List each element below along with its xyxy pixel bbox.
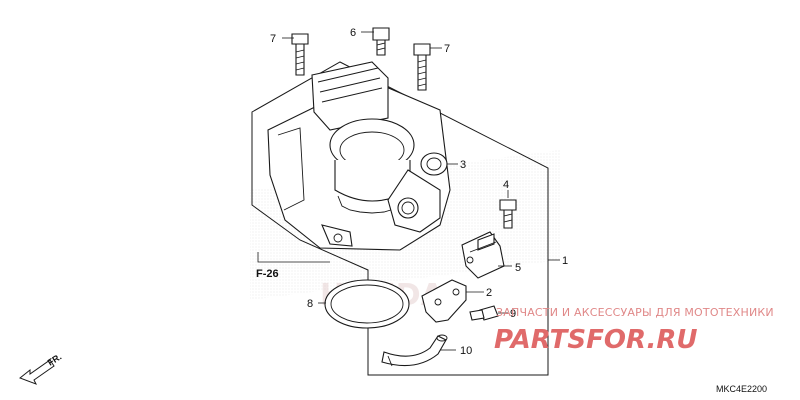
bolt-6[interactable] [372,27,390,56]
reference-label: F-26 [256,268,279,280]
callout-7-left: 7 [270,33,276,45]
bracket-2[interactable] [421,279,467,323]
leader-lines [257,31,560,351]
hose-10[interactable] [381,334,448,367]
bolt-7-left[interactable] [291,33,309,76]
bolt-9[interactable] [469,305,499,321]
front-direction-label: FR. [46,352,64,368]
diagram-code: MKC4E2200 [716,384,767,394]
part-3-cap[interactable] [420,152,448,176]
watermark-tagline: ЗАПЧАСТИ И АКСЕССУАРЫ ДЛЯ МОТОТЕХНИКИ [496,306,774,319]
callout-9: 9 [510,308,516,320]
callout-6: 6 [350,27,356,39]
watermark-logo: PARTSFOR.RU [494,325,697,355]
bolt-7-right[interactable] [413,43,431,91]
screw-4[interactable] [499,199,517,229]
callout-1: 1 [562,255,568,267]
callout-8: 8 [307,298,313,310]
map-sensor-5[interactable] [461,231,505,279]
callout-3: 3 [460,159,466,171]
callout-7-right: 7 [444,43,450,55]
o-ring-8[interactable] [324,279,410,329]
callout-2: 2 [486,287,492,299]
throttle-body[interactable] [267,61,451,251]
callout-10: 10 [460,345,472,357]
callout-4: 4 [503,179,509,191]
front-direction-arrow-icon [19,359,55,385]
callout-5: 5 [515,262,521,274]
